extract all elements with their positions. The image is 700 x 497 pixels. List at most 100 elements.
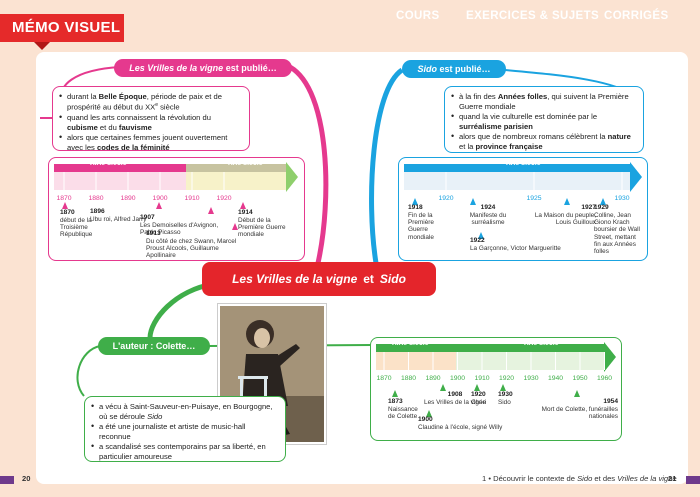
timeline-tick-label: 1960: [597, 375, 612, 382]
right-footer-marker: [686, 476, 700, 484]
bullet-item: alors que de nombreux romans célèbrent l…: [451, 132, 637, 152]
event-text: Colline, Jean Giono Krach boursier de Wa…: [594, 211, 640, 256]
author-bullets-box: a vécu à Saint-Sauveur-en-Puisaye, en Bo…: [84, 396, 286, 462]
timeline-tick-label: 1870: [56, 195, 71, 202]
event-text: Chéri: [471, 398, 487, 406]
left-xix-label: XIXe siècle: [90, 160, 127, 167]
event-year: 1873: [388, 398, 403, 405]
event-marker: [574, 390, 580, 397]
event-year: 1927: [581, 204, 596, 211]
bullet-item: a été une journaliste et artiste de musi…: [91, 422, 279, 442]
event-marker: [392, 390, 398, 397]
right-timeline: 1920 1925 1930: [404, 162, 642, 202]
event-marker: [500, 384, 506, 391]
right-bullets-box: à la fin des Années folles, qui suivent …: [444, 86, 644, 153]
event-marker: [240, 202, 246, 209]
right-timeline-marks: 1920 1925 1930: [438, 172, 630, 202]
event-marker: [62, 202, 68, 209]
event-year: 1918: [408, 204, 423, 211]
right-bar: [404, 164, 630, 172]
timeline-tick-label: 1920: [499, 375, 514, 382]
bullet-item: quand les arts connaissent la révolution…: [59, 113, 243, 133]
event-marker: [412, 198, 418, 205]
author-xix-label: XIXe siècle: [392, 340, 429, 347]
author-xx-label: XXe siècle: [524, 340, 559, 347]
event-text: Mort de Colette, funérailles nationales: [541, 405, 618, 420]
event-marker: [426, 410, 432, 417]
event-year: 1908: [447, 391, 463, 398]
timeline-tick-label: 1880: [401, 375, 416, 382]
timeline-tick-label: 1940: [548, 375, 563, 382]
event-marker: [600, 198, 606, 205]
event-year: 1870: [60, 209, 75, 216]
right-bullet-list: à la fin des Années folles, qui suivent …: [451, 92, 637, 152]
event-text: Les Vrilles de la vigne: [424, 398, 486, 406]
bullet-item: a vécu à Saint-Sauveur-en-Puisaye, en Bo…: [91, 402, 279, 422]
right-title-pill: Sido est publié…: [402, 60, 506, 78]
right-page-number: 21: [668, 474, 677, 483]
event-text: Manifeste du surréalisme: [469, 211, 507, 226]
event-year: 1913: [146, 230, 161, 237]
bullet-item: quand la vie culturelle est dominée par …: [451, 112, 637, 132]
author-xx-bar: [456, 344, 604, 352]
memo-visuel-tab: MÉMO VISUEL: [0, 14, 124, 50]
event-marker: [440, 384, 446, 391]
timeline-tick-label: 1910: [184, 195, 199, 202]
event-year: 1914: [238, 209, 253, 216]
event-text: Ubu roi, Alfred Jarry: [90, 215, 147, 223]
left-title-pill: Les Vrilles de la vigne est publié…: [114, 59, 292, 77]
event-year: 1900: [418, 416, 433, 423]
left-bullets-box: durant la Belle Époque, période de paix …: [52, 86, 250, 152]
event-year: 1954: [603, 398, 618, 405]
timeline-tick-label: 1930: [614, 195, 629, 202]
event-text: Sido: [498, 398, 511, 406]
event-marker: [564, 198, 570, 205]
event-year: 1896: [90, 208, 105, 215]
timeline-tick-label: 1920: [216, 195, 231, 202]
tab-cours[interactable]: COURS: [396, 10, 440, 22]
event-year: 1924: [480, 204, 496, 211]
event-year: 1930: [498, 391, 513, 398]
left-xx-bar: [186, 164, 286, 172]
event-text: Début de la Première Guerre mondiale: [238, 216, 286, 239]
central-title: Les Vrilles de la vigne et Sido: [202, 262, 436, 296]
bullet-item: a scandalisé ses contemporains par sa li…: [91, 442, 279, 462]
event-text: début de la Troisième République: [60, 216, 93, 239]
tab-corriges[interactable]: CORRIGÉS: [604, 10, 669, 22]
event-marker: [232, 223, 238, 230]
right-xx-label: XXe siècle: [506, 160, 541, 167]
central-title-vrilles: Les Vrilles de la vigne: [232, 272, 358, 286]
right-footer-text: 1 • Découvrir le contexte de Sido et des…: [482, 474, 677, 483]
event-text: Les Demoiselles d'Avignon, Pablo Picasso: [140, 221, 219, 236]
tab-exercices-sujets[interactable]: EXERCICES & SUJETS: [466, 10, 600, 22]
event-marker: [478, 232, 484, 239]
timeline-tick-label: 1930: [523, 375, 538, 382]
event-text: Claudine à l'école, signé Willy: [418, 423, 503, 431]
left-footer-marker: [0, 476, 14, 484]
central-title-sido: Sido: [379, 272, 406, 286]
event-year: 1929: [594, 204, 609, 211]
timeline-tick-label: 1920: [438, 195, 453, 202]
event-marker: [474, 384, 480, 391]
author-xix-bar: [376, 344, 456, 352]
event-year: 1922: [470, 237, 485, 244]
timeline-tick-label: 1925: [526, 195, 541, 202]
timeline-tick-label: 1950: [572, 375, 587, 382]
author-pill: L'auteur : Colette…: [98, 337, 210, 355]
event-marker: [156, 202, 162, 209]
timeline-tick-label: 1870: [376, 375, 391, 382]
